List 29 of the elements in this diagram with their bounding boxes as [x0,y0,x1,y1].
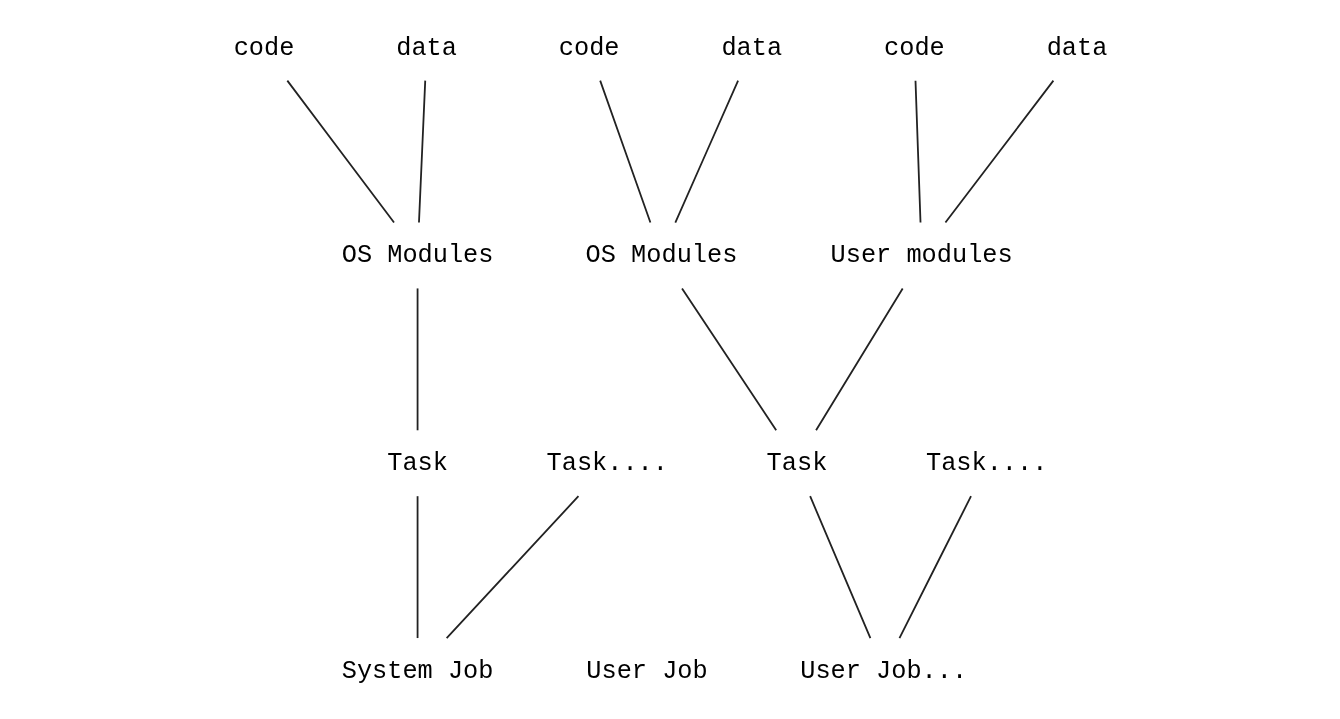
node-text: System Job [341,656,493,686]
connector [944,79,1054,224]
node-text: OS Modules [341,241,493,271]
connector [416,495,418,639]
node-text: User modules [830,241,1013,271]
node-text: Task.... [546,449,668,479]
connector [914,79,921,224]
node-text: data [1046,33,1107,63]
node-text: data [395,33,457,63]
node-text: code [233,33,294,63]
connector [445,495,579,639]
node-text: code [558,33,620,63]
connector [416,287,418,432]
node-text: User Job... [799,656,967,686]
node-text: code [883,33,945,63]
connector [285,79,395,224]
connector [898,495,972,639]
node-text: Task.... [925,449,1047,479]
connector [680,287,777,432]
connector [673,79,739,224]
node-text: Task [766,449,827,479]
connector [814,287,904,432]
label: User Job [585,656,708,686]
node-text: data [720,33,782,63]
node-text: OS Modules [585,241,737,271]
connector [808,495,871,639]
connector [598,79,651,224]
connector [417,79,426,224]
node-text: Task [386,449,448,479]
